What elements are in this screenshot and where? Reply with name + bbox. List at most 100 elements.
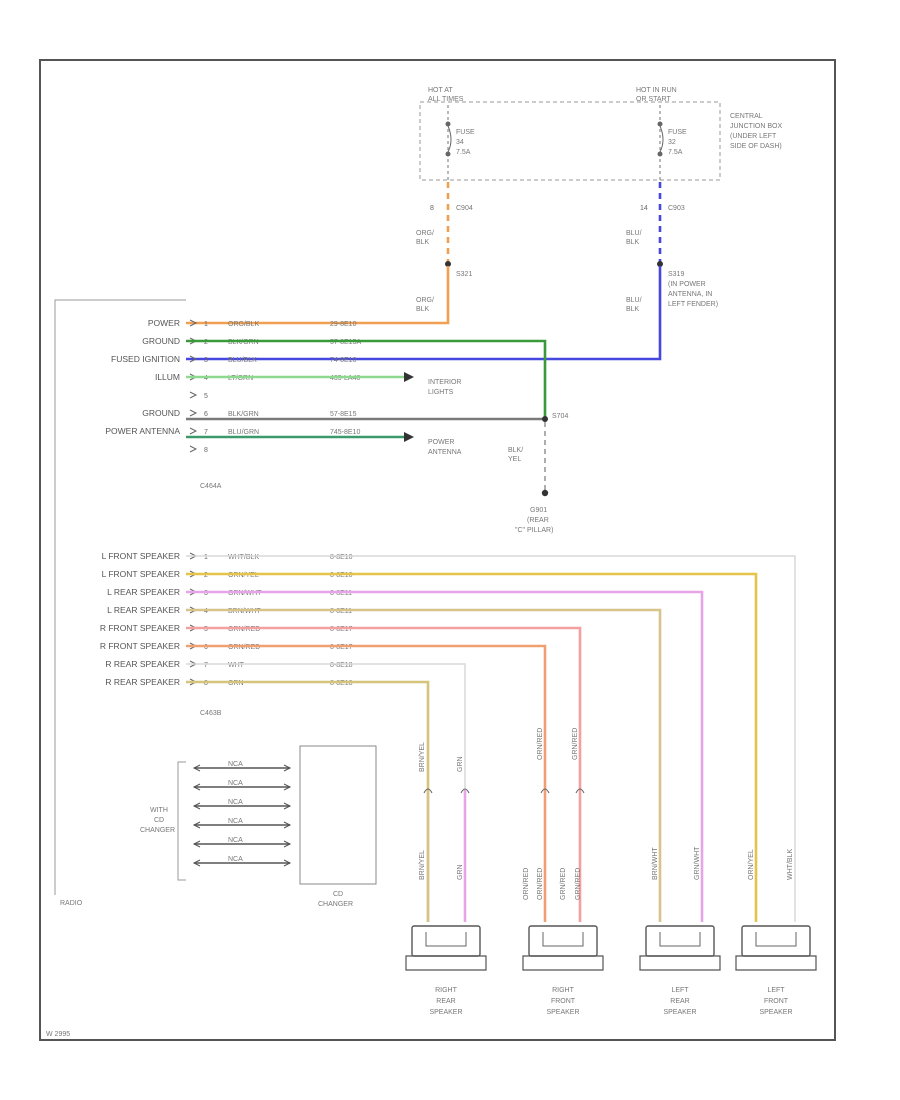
svg-text:GRN/WHT: GRN/WHT <box>228 590 262 597</box>
svg-text:ORG/BLK: ORG/BLK <box>416 230 434 246</box>
svg-text:5: 5 <box>204 393 208 400</box>
arrow-icon <box>404 432 414 442</box>
svg-text:6: 6 <box>204 411 208 418</box>
svg-text:POWER: POWER <box>148 318 180 328</box>
svg-text:3: 3 <box>204 590 208 597</box>
svg-text:ORN/RED: ORN/RED <box>523 868 530 900</box>
diagram-frame <box>39 59 836 1041</box>
svg-text:GRN: GRN <box>457 756 464 772</box>
svg-text:L REAR SPEAKER: L REAR SPEAKER <box>107 587 180 597</box>
svg-text:GRN: GRN <box>457 864 464 880</box>
svg-text:ORN/YEL: ORN/YEL <box>228 572 259 579</box>
splice-s704 <box>542 416 548 422</box>
svg-text:ORG/BLK: ORG/BLK <box>416 297 434 313</box>
svg-text:GRN/RED: GRN/RED <box>572 728 579 760</box>
svg-text:1: 1 <box>204 554 208 561</box>
cd-wire: NCA <box>192 818 292 829</box>
svg-text:S704: S704 <box>552 413 568 420</box>
splice-s321 <box>445 261 451 267</box>
cd-wire: NCA <box>192 780 292 791</box>
svg-text:BRN/YEL: BRN/YEL <box>419 850 426 880</box>
speaker-wires <box>186 555 796 922</box>
speaker-wire-labels: BRN/YEL GRN ORN/RED GRN/RED BRN/YEL GRN … <box>419 728 794 900</box>
svg-text:8-8E18: 8-8E18 <box>330 662 353 669</box>
svg-text:8: 8 <box>430 205 434 212</box>
svg-text:R FRONT SPEAKER: R FRONT SPEAKER <box>100 641 180 651</box>
svg-text:R REAR SPEAKER: R REAR SPEAKER <box>105 659 180 669</box>
svg-text:BRN/WHT: BRN/WHT <box>652 847 659 880</box>
svg-text:29-8E10: 29-8E10 <box>330 321 357 328</box>
svg-text:3: 3 <box>204 357 208 364</box>
svg-text:FUSED IGNITION: FUSED IGNITION <box>111 354 180 364</box>
svg-text:BLU/BLK: BLU/BLK <box>626 297 642 313</box>
footer-code: W 2995 <box>46 1031 70 1038</box>
svg-text:6: 6 <box>204 644 208 651</box>
radio-pin: POWER 1 ORG/BLK 29-8E10 <box>148 318 357 328</box>
svg-text:WHT/BLK: WHT/BLK <box>228 554 259 561</box>
radio-pin: 5 <box>189 391 208 400</box>
svg-text:S321: S321 <box>456 271 472 278</box>
svg-text:GRN/RED: GRN/RED <box>228 626 260 633</box>
svg-text:8-8E17: 8-8E17 <box>330 626 353 633</box>
svg-text:L FRONT SPEAKER: L FRONT SPEAKER <box>102 569 180 579</box>
svg-text:8-8E10: 8-8E10 <box>330 554 353 561</box>
radio-unit: RADIO C464A C463B <box>54 299 222 907</box>
svg-text:BLK/GRN: BLK/GRN <box>228 411 259 418</box>
svg-text:ORN/RED: ORN/RED <box>228 644 260 651</box>
arrow-icon <box>404 372 414 382</box>
svg-text:NCA: NCA <box>228 837 243 844</box>
svg-text:2: 2 <box>204 339 208 346</box>
svg-text:G901(REAR"C" PILLAR): G901(REAR"C" PILLAR) <box>515 507 553 534</box>
svg-text:BLK/YEL: BLK/YEL <box>508 447 523 463</box>
svg-text:WHT: WHT <box>228 662 245 669</box>
svg-text:ORG/BLK: ORG/BLK <box>228 321 259 328</box>
svg-text:RADIO: RADIO <box>60 900 83 907</box>
svg-text:7: 7 <box>204 429 208 436</box>
svg-text:ORN/RED: ORN/RED <box>537 728 544 760</box>
svg-text:C903: C903 <box>668 205 685 212</box>
svg-text:74-8E10: 74-8E10 <box>330 357 357 364</box>
cd-wire: NCA <box>192 837 292 848</box>
svg-text:8: 8 <box>204 447 208 454</box>
svg-text:8-8E11: 8-8E11 <box>330 608 352 615</box>
svg-text:57-8E15A: 57-8E15A <box>330 339 361 346</box>
svg-text:2: 2 <box>204 572 208 579</box>
svg-text:GRN/WHT: GRN/WHT <box>694 846 701 880</box>
svg-text:NCA: NCA <box>228 818 243 825</box>
svg-text:14: 14 <box>640 205 648 212</box>
radio-pin: FUSED IGNITION 3 BLU/BLK 74-8E10 <box>111 354 357 364</box>
svg-text:GROUND: GROUND <box>142 336 180 346</box>
svg-text:NCA: NCA <box>228 780 243 787</box>
svg-text:BLU/BLK: BLU/BLK <box>228 357 257 364</box>
svg-text:BRN/YEL: BRN/YEL <box>419 742 426 772</box>
svg-text:POWER ANTENNA: POWER ANTENNA <box>105 426 180 436</box>
svg-text:L REAR SPEAKER: L REAR SPEAKER <box>107 605 180 615</box>
svg-text:4: 4 <box>204 608 208 615</box>
svg-text:4: 4 <box>204 375 208 382</box>
svg-text:1: 1 <box>204 321 208 328</box>
radio-pin: 8 <box>189 445 208 454</box>
svg-text:435-LA40: 435-LA40 <box>330 375 360 382</box>
svg-text:R REAR SPEAKER: R REAR SPEAKER <box>105 677 180 687</box>
svg-text:7: 7 <box>204 662 208 669</box>
svg-text:8-8E10: 8-8E10 <box>330 572 353 579</box>
svg-text:BLK/GRN: BLK/GRN <box>228 339 259 346</box>
